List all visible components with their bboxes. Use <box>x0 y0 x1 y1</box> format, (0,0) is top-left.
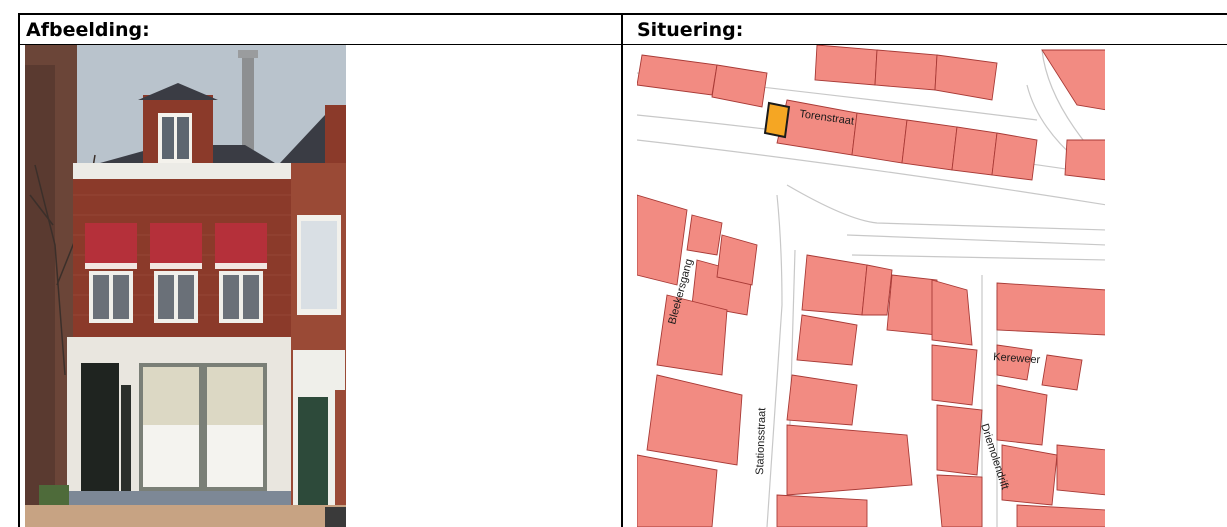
map-label-stationsstraat: Stationsstraat <box>754 407 768 475</box>
photo-storefront-header <box>67 337 291 351</box>
situering-header: Situering: <box>637 19 744 41</box>
photo-awnings <box>85 223 267 269</box>
location-map: Torenstraat Bleekersgang Stationsstraat … <box>637 45 1105 527</box>
map-buildings-east <box>996 282 1105 527</box>
map-buildings-west <box>637 194 758 527</box>
map-buildings-central <box>776 254 983 527</box>
table-header-divider <box>18 44 1227 45</box>
afbeelding-header: Afbeelding: <box>26 19 150 41</box>
map-label-kereweer: Kereweer <box>993 351 1041 366</box>
map-highlighted-parcel <box>763 101 791 139</box>
building-photo-illustration <box>25 45 346 527</box>
table-column-divider <box>621 13 623 527</box>
building-photo <box>25 45 346 527</box>
location-map-illustration: Torenstraat Bleekersgang Stationsstraat … <box>637 45 1105 527</box>
map-buildings-north <box>637 45 1105 181</box>
photo-pavement <box>25 505 346 527</box>
photo-cornice <box>73 163 291 179</box>
